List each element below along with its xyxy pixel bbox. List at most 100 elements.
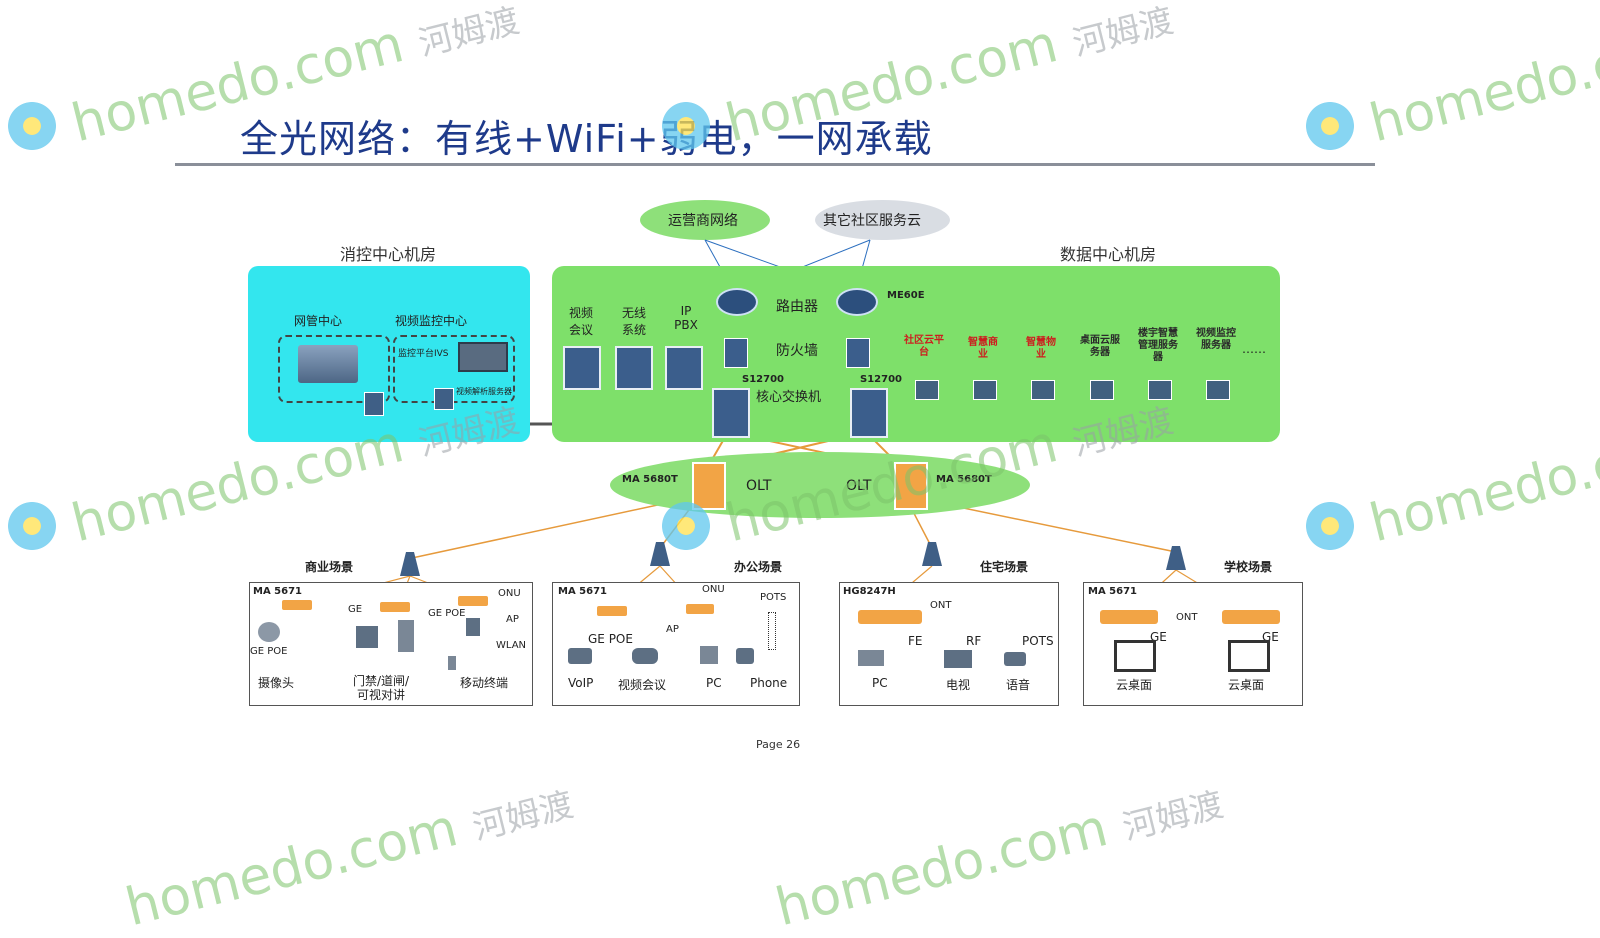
watermark-logo-icon bbox=[1302, 498, 1358, 554]
server-label-smart-property: 智慧物业 bbox=[1026, 337, 1056, 360]
router-a-icon bbox=[716, 288, 758, 316]
pbx-server-icon bbox=[665, 346, 703, 390]
scene-title-commercial: 商业场景 bbox=[305, 560, 354, 574]
ap-icon bbox=[466, 618, 480, 636]
scene-box-residential bbox=[839, 582, 1059, 706]
commercial-ap-label: AP bbox=[506, 614, 519, 625]
residential-ont-icon bbox=[858, 610, 922, 624]
server-icon bbox=[973, 380, 997, 400]
video-analysis-label: 视频解析服务器 bbox=[456, 387, 512, 396]
video-zone bbox=[393, 335, 515, 403]
office-ge-poe-label: GE POE bbox=[588, 632, 633, 646]
splitter-icon bbox=[922, 542, 942, 566]
office-endpoint-pc: PC bbox=[706, 676, 722, 690]
scene-title-school: 学校场景 bbox=[1224, 560, 1273, 574]
watermark-logo-icon bbox=[4, 498, 60, 554]
residential-pots-label: POTS bbox=[1022, 634, 1054, 648]
server-icon bbox=[1090, 380, 1114, 400]
telephone-icon bbox=[1004, 652, 1026, 666]
server-icon bbox=[1206, 380, 1230, 400]
residential-endpoint-tv: 电视 bbox=[946, 678, 971, 692]
mobile-phone-icon bbox=[448, 656, 456, 670]
watermark-logo-icon bbox=[658, 498, 714, 554]
residential-fe-label: FE bbox=[908, 634, 923, 648]
school-ont-icon bbox=[1222, 610, 1280, 624]
page-number: Page 26 bbox=[756, 738, 801, 751]
service-wireless: 无线系统 bbox=[621, 306, 646, 337]
residential-device-model: HG8247H bbox=[843, 586, 896, 597]
server-ellipsis: …… bbox=[1242, 342, 1266, 356]
server-label-building-mgmt: 楼宇智慧管理服务器 bbox=[1138, 328, 1178, 363]
server-label-desktop-cloud: 桌面云服务器 bbox=[1080, 335, 1120, 358]
office-endpoint-video-conf: 视频会议 bbox=[618, 678, 667, 692]
pots-cable-icon bbox=[768, 612, 776, 650]
access-control-icon bbox=[356, 626, 378, 648]
wireless-server-icon bbox=[615, 346, 653, 390]
office-endpoint-voip: VoIP bbox=[568, 676, 594, 690]
commercial-endpoint-camera: 摄像头 bbox=[258, 676, 295, 690]
scene-title-office: 办公场景 bbox=[734, 560, 783, 574]
title-divider bbox=[175, 163, 1375, 166]
splitter-icon bbox=[400, 552, 420, 576]
school-ont-label: ONT bbox=[1176, 612, 1198, 623]
community-cloud bbox=[815, 200, 950, 240]
intercom-icon bbox=[398, 620, 414, 652]
server-label-video-monitor: 视频监控服务器 bbox=[1196, 328, 1236, 351]
server-label-smart-commerce: 智慧商业 bbox=[968, 337, 998, 360]
watermark-logo-icon bbox=[1302, 98, 1358, 154]
commercial-onu-icon bbox=[458, 596, 488, 606]
office-onu-icon bbox=[686, 604, 714, 614]
fiber-commercial bbox=[411, 497, 691, 559]
router-b-icon bbox=[836, 288, 878, 316]
phone-icon bbox=[736, 648, 754, 664]
video-switch-icon bbox=[434, 388, 454, 410]
camera-icon bbox=[258, 622, 280, 642]
server-label-community-cloud: 社区云平台 bbox=[904, 335, 944, 358]
carrier-network-label: 运营商网络 bbox=[668, 213, 738, 229]
commercial-ge-label: GE bbox=[348, 604, 363, 615]
video-platform-label: 监控平台IVS bbox=[398, 349, 449, 359]
core-switch-label: 核心交换机 bbox=[756, 390, 822, 405]
commercial-onu-label: ONU bbox=[498, 588, 521, 599]
core-b-model: S12700 bbox=[860, 374, 902, 385]
video-monitor-icon bbox=[458, 342, 508, 372]
commercial-onu-icon bbox=[282, 600, 312, 610]
school-endpoint-desktop-2: 云桌面 bbox=[1228, 678, 1265, 692]
router-label: 路由器 bbox=[776, 299, 818, 315]
slide-title: 全光网络：有线+WiFi+弱电，一网承载 bbox=[240, 117, 933, 161]
office-onu-icon bbox=[597, 606, 627, 616]
nms-center-label: 网管中心 bbox=[294, 314, 343, 328]
video-center-label: 视频监控中心 bbox=[395, 314, 468, 328]
school-ont-icon bbox=[1100, 610, 1158, 624]
fire-center-label: 消控中心机房 bbox=[340, 245, 437, 264]
scene-box-office bbox=[552, 582, 800, 706]
cloud-desktop-icon bbox=[1114, 640, 1156, 672]
olt-right-label: OLT bbox=[846, 478, 872, 494]
core-a-model: S12700 bbox=[742, 374, 784, 385]
community-cloud-label: 其它社区服务云 bbox=[823, 213, 921, 229]
firewall-b-icon bbox=[846, 338, 870, 368]
voip-phone-icon bbox=[568, 648, 592, 664]
cloud-desktop-icon bbox=[1228, 640, 1270, 672]
router-model: ME60E bbox=[887, 290, 925, 301]
olt-left-model: MA 5680T bbox=[622, 474, 678, 485]
commercial-onu-icon bbox=[380, 602, 410, 612]
server-icon bbox=[1031, 380, 1055, 400]
data-center-label: 数据中心机房 bbox=[1060, 245, 1157, 264]
server-icon bbox=[1148, 380, 1172, 400]
olt-right-icon bbox=[894, 462, 928, 510]
firewall-label: 防火墙 bbox=[776, 343, 818, 359]
school-device-model: MA 5671 bbox=[1088, 586, 1138, 597]
splitter-icon bbox=[1166, 546, 1186, 570]
video-conf-server-icon bbox=[563, 346, 601, 390]
commercial-device-model: MA 5671 bbox=[253, 586, 303, 597]
firewall-a-icon bbox=[724, 338, 748, 368]
commercial-ge-poe2-label: GE POE bbox=[250, 646, 288, 657]
office-pots-label: POTS bbox=[760, 592, 787, 603]
tv-icon bbox=[944, 650, 972, 668]
scene-title-residential: 住宅场景 bbox=[980, 560, 1029, 574]
nms-building-icon bbox=[298, 345, 358, 383]
service-ip-pbx: IP PBX bbox=[674, 304, 698, 332]
core-switch-a-icon bbox=[712, 388, 750, 438]
watermark-logo-icon bbox=[658, 98, 714, 154]
